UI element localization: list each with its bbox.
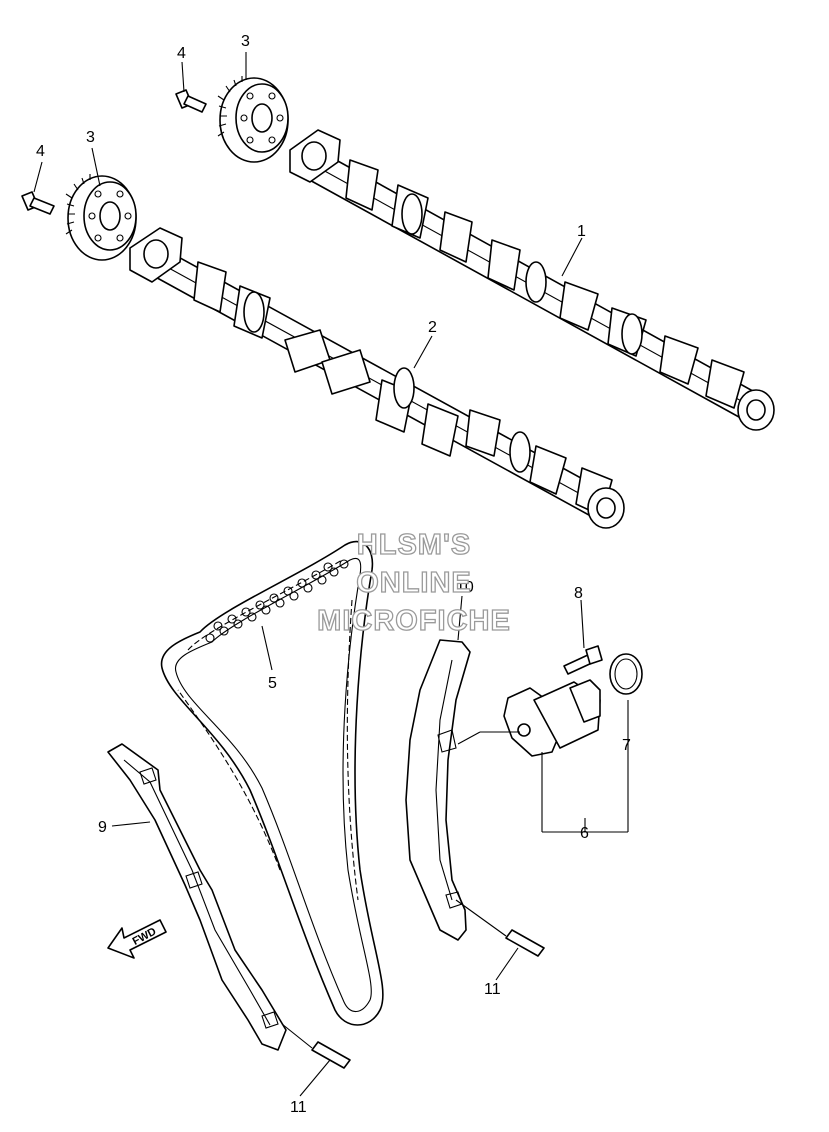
callout-2: 2	[428, 319, 437, 336]
guide-pin-11-lower	[311, 1041, 351, 1069]
tensioner-gasket-7	[609, 653, 643, 695]
chain-guide-9	[107, 743, 287, 1051]
callout-11-right: 11	[484, 981, 501, 998]
callout-1: 1	[577, 223, 586, 240]
watermark-line-2: ONLINE	[356, 567, 472, 599]
callout-4-upper: 4	[177, 45, 186, 62]
cam-sprocket-lower	[65, 174, 137, 261]
callout-numbers: 4 3 4 3 1 2 5 8 10 7 6 9 11 11	[36, 33, 631, 1116]
callout-3-upper: 3	[241, 33, 250, 50]
tensioner-bolt-8	[563, 645, 603, 675]
callout-6: 6	[580, 825, 589, 842]
chain-tensioner-6	[457, 679, 601, 757]
cam-sprocket-upper	[217, 76, 289, 163]
watermark-line-1: HLSM'S	[357, 529, 471, 561]
camshaft-1	[289, 129, 775, 431]
callout-8: 8	[574, 585, 583, 602]
callout-11-lower: 11	[290, 1099, 307, 1116]
guide-pin-11-right	[505, 929, 545, 957]
callout-3-lower: 3	[86, 129, 95, 146]
callout-10: 10	[456, 579, 474, 596]
sprocket-bolt-lower	[21, 191, 55, 215]
camshaft-2	[129, 227, 625, 529]
forward-label: FWD	[131, 926, 159, 948]
callout-4-lower: 4	[36, 143, 45, 160]
tensioner-guide-10	[405, 639, 471, 941]
leader-lines	[33, 52, 629, 1097]
callout-9: 9	[98, 819, 107, 836]
callout-5: 5	[268, 675, 277, 692]
watermark: HLSM'S ONLINE MICROFICHE	[317, 528, 511, 637]
forward-arrow-icon: FWD	[107, 919, 167, 959]
watermark-line-3: MICROFICHE	[317, 605, 511, 637]
cam-chain-5	[160, 540, 384, 1026]
sprocket-bolt-upper	[175, 89, 207, 113]
callout-7: 7	[622, 737, 631, 754]
